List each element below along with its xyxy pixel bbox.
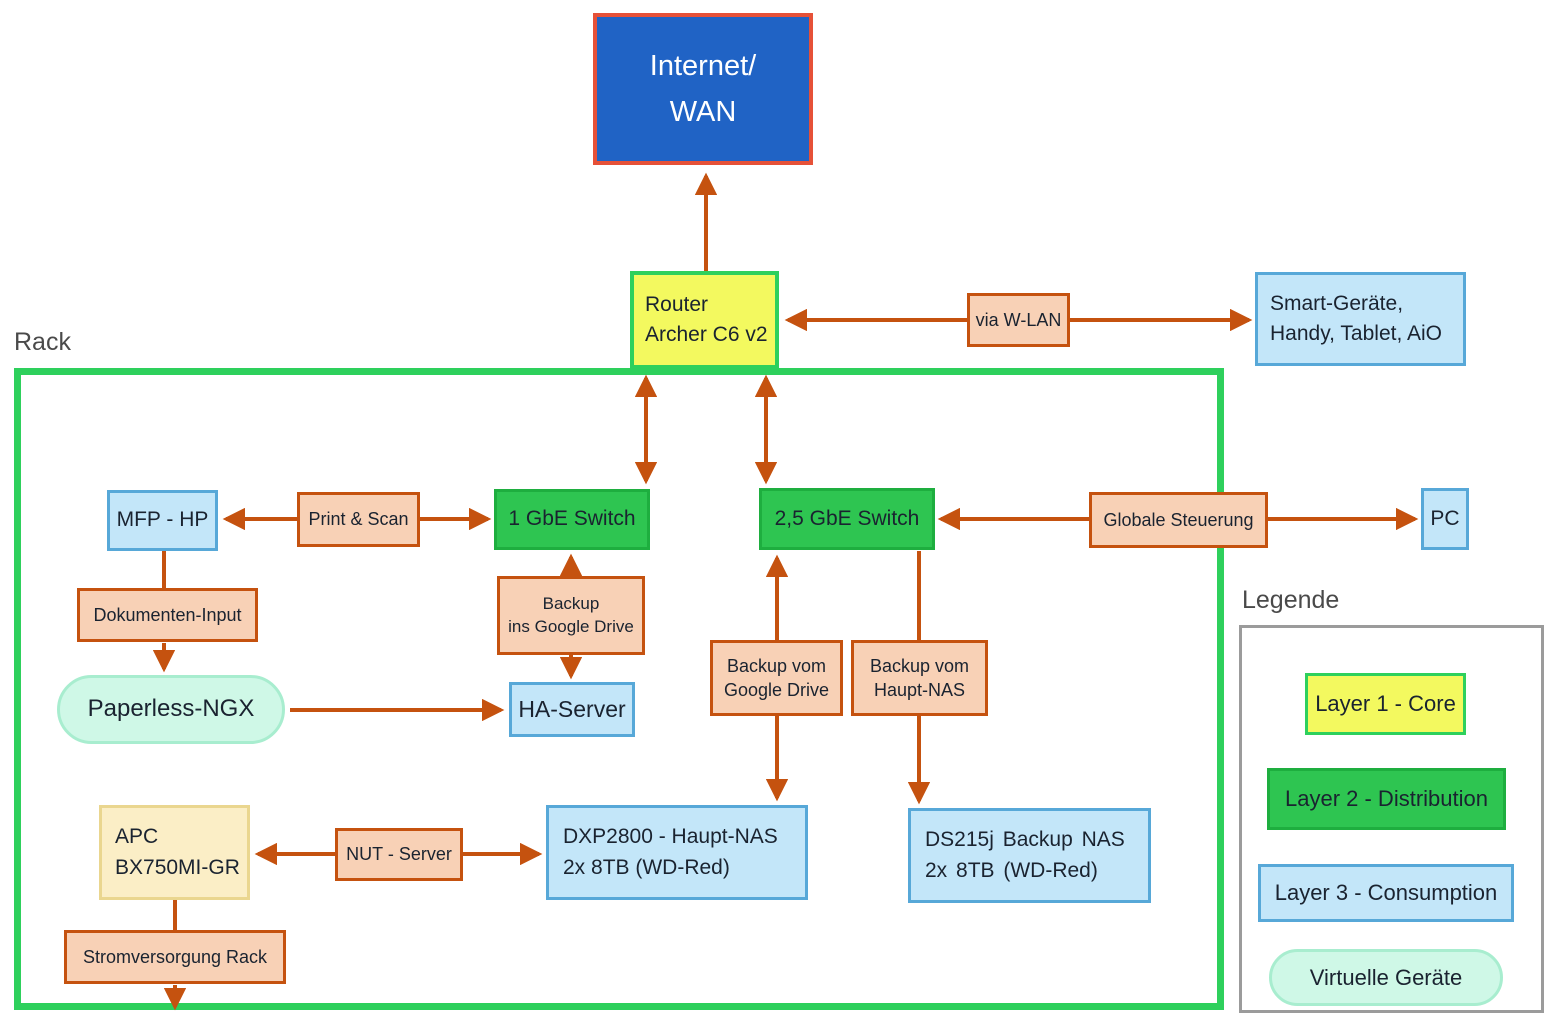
node-switch-25gbe: 2,5 GbE Switch [759, 488, 935, 550]
node-haupt-nas: DXP2800 - Haupt-NAS 2x 8TB (WD-Red) [546, 805, 808, 900]
node-apc-ups: APC BX750MI-GR [99, 805, 250, 900]
label-globale-steuerung: Globale Steuerung [1089, 492, 1268, 548]
label-nut-server: NUT - Server [335, 828, 463, 881]
label-backup-from-haupt-nas: Backup vom Haupt-NAS [851, 640, 988, 716]
label-backup-from-google-drive: Backup vom Google Drive [710, 640, 843, 716]
label-via-wlan: via W-LAN [967, 293, 1070, 347]
node-ha-server: HA-Server [509, 682, 635, 737]
label-backup-to-google-drive: Backup ins Google Drive [497, 576, 645, 655]
node-switch-1gbe: 1 GbE Switch [494, 489, 650, 550]
legend-item-layer2-distribution: Layer 2 - Distribution [1267, 768, 1506, 830]
label-stromversorgung-rack: Stromversorgung Rack [64, 930, 286, 984]
node-backup-nas: DS215j Backup NAS 2x 8TB (WD-Red) [908, 808, 1151, 903]
node-paperless-ngx: Paperless-NGX [57, 675, 285, 744]
node-internet-wan: Internet/ WAN [593, 13, 813, 165]
legend-item-layer1-core: Layer 1 - Core [1305, 673, 1466, 735]
node-smart-devices: Smart-Geräte, Handy, Tablet, AiO [1255, 272, 1466, 366]
node-router: Router Archer C6 v2 [630, 271, 779, 369]
node-pc: PC [1421, 488, 1469, 550]
label-dokumenten-input: Dokumenten-Input [77, 588, 258, 642]
legend-item-virtuelle-geraete: Virtuelle Geräte [1269, 949, 1503, 1006]
label-print-scan: Print & Scan [297, 492, 420, 547]
rack-container [14, 368, 1224, 1010]
rack-title: Rack [14, 328, 71, 356]
legend-title: Legende [1242, 586, 1340, 614]
legend-item-layer3-consumption: Layer 3 - Consumption [1258, 864, 1514, 922]
node-mfp-hp: MFP - HP [107, 490, 218, 551]
